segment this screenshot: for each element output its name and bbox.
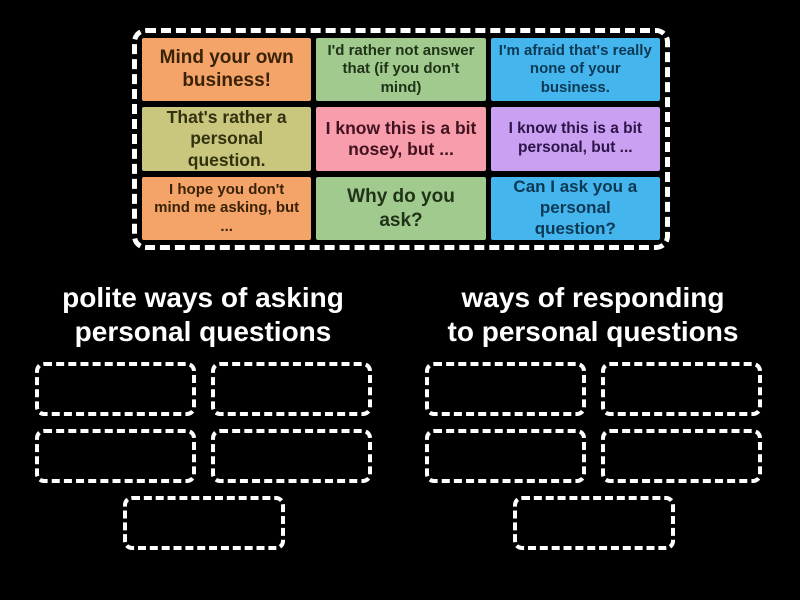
group-title-line: polite ways of asking	[62, 282, 344, 313]
drop-slot[interactable]	[512, 496, 675, 550]
slot-row	[35, 429, 372, 483]
group-title-line: ways of responding	[461, 282, 725, 313]
card[interactable]: Mind your own business!	[142, 38, 312, 101]
drop-slot[interactable]	[211, 362, 372, 416]
card[interactable]: Can I ask you a personal question?	[490, 177, 660, 240]
slot-row	[425, 429, 762, 483]
card[interactable]: I know this is a bit nosey, but ...	[316, 106, 486, 172]
card-text: That's rather a personal question.	[166, 106, 287, 170]
slot-row	[35, 496, 372, 550]
card[interactable]: I'd rather not answer that (if you don't…	[316, 38, 486, 101]
drop-slot[interactable]	[601, 429, 762, 483]
card[interactable]: I know this is a bit personal, but ...	[490, 106, 660, 172]
card-text: I hope you don't mind me asking, but ...	[154, 181, 300, 235]
card-text: I'm afraid that's really none of your bu…	[498, 42, 652, 96]
card-text: I know this is a bit nosey, but ...	[325, 117, 477, 159]
card[interactable]: Why do you ask?	[316, 177, 486, 240]
slot-row	[425, 362, 762, 416]
slot-row	[425, 496, 762, 550]
card-text: Mind your own business!	[159, 47, 294, 92]
card-text: Can I ask you a personal question?	[513, 177, 638, 238]
card-tray: Mind your own business! I'd rather not a…	[132, 28, 670, 250]
drop-slot[interactable]	[35, 429, 196, 483]
drop-zone-polite-asking	[35, 362, 372, 550]
group-title-polite-asking: polite ways of asking personal questions	[23, 281, 383, 348]
drop-slot[interactable]	[35, 362, 196, 416]
drop-slot[interactable]	[211, 429, 372, 483]
card[interactable]: I'm afraid that's really none of your bu…	[490, 38, 660, 101]
drop-slot[interactable]	[425, 362, 586, 416]
card-text: Why do you ask?	[347, 186, 455, 231]
group-title-responding: ways of responding to personal questions	[413, 281, 773, 348]
slot-row	[35, 362, 372, 416]
drop-slot[interactable]	[601, 362, 762, 416]
card-text: I know this is a bit personal, but ...	[508, 120, 643, 156]
drop-slot[interactable]	[122, 496, 285, 550]
group-title-line: to personal questions	[447, 315, 739, 347]
drop-slot[interactable]	[425, 429, 586, 483]
card[interactable]: I hope you don't mind me asking, but ...	[142, 177, 312, 240]
card[interactable]: That's rather a personal question.	[142, 106, 312, 172]
group-title-line: personal questions	[74, 315, 332, 347]
drop-zone-responding	[425, 362, 762, 550]
card-text: I'd rather not answer that (if you don't…	[327, 42, 475, 96]
